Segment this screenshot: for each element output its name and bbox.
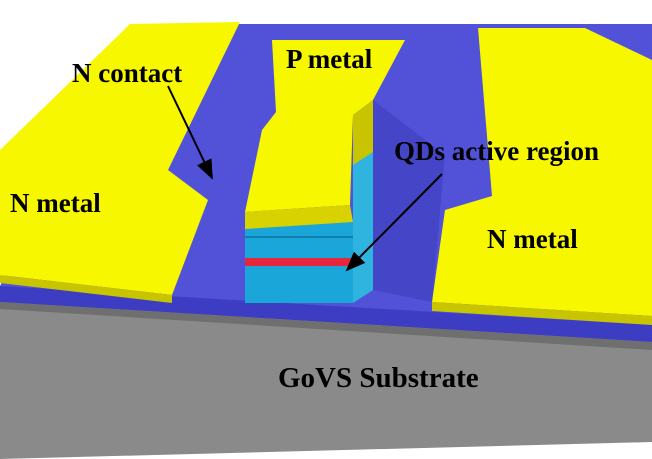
mesa-shadow — [373, 100, 445, 302]
active-region-stripe — [245, 258, 353, 266]
n-metal-left-edge — [0, 275, 172, 303]
p-metal-strip — [245, 40, 405, 212]
n-metal-left-label: N metal — [10, 188, 101, 218]
qds-active-region-label: QDs active region — [394, 136, 599, 166]
n-metal-right-edge — [432, 302, 652, 325]
substrate-label: GoVS Substrate — [278, 362, 479, 394]
substrate-shadow — [0, 302, 652, 350]
p-metal-side — [353, 100, 373, 165]
p-metal-label: P metal — [286, 44, 373, 74]
n-metal-right-pad — [432, 28, 652, 316]
n-contact-label: N contact — [72, 58, 182, 88]
p-metal-edge — [245, 205, 353, 229]
n-metal-left-pad — [0, 22, 240, 295]
mesa-layer-line — [245, 236, 353, 238]
n-metal-right-label: N metal — [487, 224, 578, 254]
qds-arrow — [345, 173, 443, 272]
n-contact-arrow — [167, 85, 213, 180]
